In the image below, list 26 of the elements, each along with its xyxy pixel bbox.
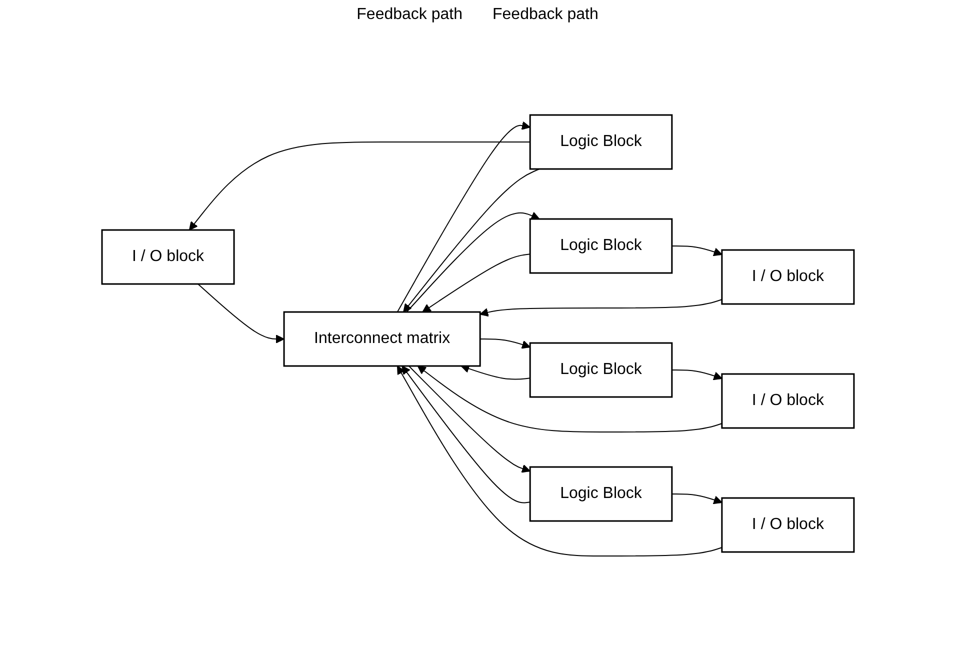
node-box: I / O block <box>100 228 234 284</box>
node-box: I / O block <box>720 496 854 552</box>
arrow <box>406 211 540 312</box>
arrow <box>670 245 722 256</box>
arrow <box>396 120 530 312</box>
arrow <box>479 298 722 316</box>
node-box: Logic Block <box>528 342 672 398</box>
arrow <box>479 338 530 348</box>
node-box: I / O block <box>720 248 854 304</box>
node-box: Logic Block <box>528 218 672 274</box>
node-box: Logic Block <box>528 114 672 170</box>
node-box: Interconnect matrix <box>282 310 480 366</box>
arrow <box>401 365 530 503</box>
arrow <box>422 253 530 312</box>
arrow <box>188 141 530 230</box>
arrow <box>197 283 284 343</box>
arrow <box>670 493 722 504</box>
arrow <box>402 168 540 312</box>
arrow <box>670 369 722 380</box>
feedback-label: Feedback path <box>492 6 598 24</box>
arrow <box>416 365 722 432</box>
arrow <box>408 365 530 472</box>
feedback-label: Feedback path <box>356 6 462 24</box>
node-box: I / O block <box>720 372 854 428</box>
node-box: Logic Block <box>528 466 672 522</box>
arrow <box>396 365 722 556</box>
